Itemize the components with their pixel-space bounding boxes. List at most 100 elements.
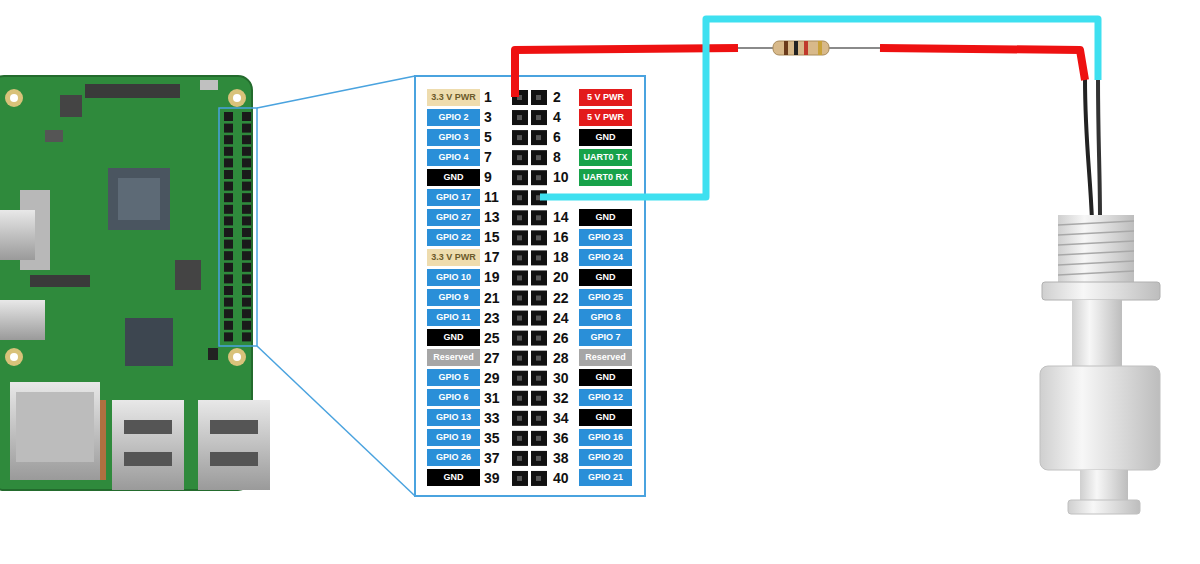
header-pin — [242, 298, 251, 307]
header-pin — [242, 124, 251, 133]
pin-label: GPIO 21 — [579, 469, 632, 486]
header-pin — [517, 396, 522, 401]
header-pin — [224, 286, 233, 295]
header-pin — [517, 376, 522, 381]
pin-label: GPIO 27 — [427, 209, 480, 226]
header-pin — [224, 193, 233, 202]
header-pin — [531, 431, 547, 446]
header-pin — [512, 270, 528, 285]
header-pin — [517, 356, 522, 361]
header-pin — [512, 471, 528, 486]
pin-label: GPIO 20 — [579, 449, 632, 466]
header-pin — [517, 436, 522, 441]
pin-label: UART0 RX — [579, 169, 632, 186]
header-pin — [536, 95, 541, 100]
header-pin — [531, 170, 547, 185]
header-pin — [224, 228, 233, 237]
header-pin — [531, 471, 547, 486]
pin-label: GPIO 10 — [427, 269, 480, 286]
pin-number: 28 — [553, 349, 569, 367]
header-pin — [512, 391, 528, 406]
pin-label: GPIO 19 — [427, 429, 480, 446]
header-pin — [224, 240, 233, 249]
header-pin — [531, 90, 547, 105]
pin-number: 19 — [484, 268, 500, 286]
header-pin — [242, 205, 251, 214]
header-pin — [512, 411, 528, 426]
header-pin — [224, 332, 233, 341]
pin-label: GPIO 13 — [427, 409, 480, 426]
header-pin — [242, 216, 251, 225]
pin-number: 27 — [484, 349, 500, 367]
pin-number: 38 — [553, 449, 569, 467]
header-pin — [512, 210, 528, 225]
header-pin — [512, 371, 528, 386]
header-pin — [536, 356, 541, 361]
header-pin — [536, 376, 541, 381]
header-pin — [536, 115, 541, 120]
header-pin — [242, 321, 251, 330]
pin-label: GPIO 25 — [579, 289, 632, 306]
header-pin — [531, 311, 547, 326]
pin-number: 40 — [553, 469, 569, 487]
header-pin — [224, 135, 233, 144]
header-pin — [536, 235, 541, 240]
header-pin — [531, 230, 547, 245]
header-pin — [242, 170, 251, 179]
header-pin — [224, 205, 233, 214]
pin-label: GPIO 2 — [427, 109, 480, 126]
pin-number: 14 — [553, 208, 569, 226]
header-pin — [531, 210, 547, 225]
pin-number: 20 — [553, 268, 569, 286]
header-pin — [242, 274, 251, 283]
pin-label: GND — [427, 469, 480, 486]
header-pin — [536, 175, 541, 180]
pin-number: 25 — [484, 329, 500, 347]
pin-label: GND — [579, 209, 632, 226]
header-pin — [517, 175, 522, 180]
header-pin — [512, 110, 528, 125]
pin-label: GPIO 12 — [579, 389, 632, 406]
header-pin — [531, 130, 547, 145]
pin-number: 39 — [484, 469, 500, 487]
pin-label: 5 V PWR — [579, 89, 632, 106]
header-pin — [224, 182, 233, 191]
header-pin — [531, 371, 547, 386]
header-pin — [224, 298, 233, 307]
pin-number: 6 — [553, 128, 561, 146]
header-pin — [242, 193, 251, 202]
pin-label: GND — [579, 369, 632, 386]
header-pin — [224, 158, 233, 167]
pin-number: 1 — [484, 88, 492, 106]
pin-number: 9 — [484, 168, 492, 186]
header-pin — [536, 296, 541, 301]
header-pin — [242, 182, 251, 191]
pin-number: 4 — [553, 108, 561, 126]
header-pin — [242, 332, 251, 341]
header-pin — [224, 321, 233, 330]
header-pin — [224, 263, 233, 272]
header-pin — [517, 336, 522, 341]
header-pin — [517, 115, 522, 120]
header-pin — [536, 336, 541, 341]
header-pin — [517, 476, 522, 481]
pin-label: GPIO 3 — [427, 129, 480, 146]
pin-number: 23 — [484, 309, 500, 327]
header-pin — [536, 416, 541, 421]
pin-label: GPIO 24 — [579, 249, 632, 266]
header-pin — [517, 275, 522, 280]
pin-label: UART0 TX — [579, 149, 632, 166]
header-pin — [517, 416, 522, 421]
pin-label: GPIO 5 — [427, 369, 480, 386]
header-pin — [224, 124, 233, 133]
pin-number: 29 — [484, 369, 500, 387]
header-pin — [531, 351, 547, 366]
pin-label: GPIO 7 — [579, 329, 632, 346]
pin-number: 15 — [484, 228, 500, 246]
pin-number: 2 — [553, 88, 561, 106]
pin-number: 16 — [553, 228, 569, 246]
header-pin — [224, 251, 233, 260]
pin-number: 5 — [484, 128, 492, 146]
header-pin — [531, 110, 547, 125]
header-pin — [242, 240, 251, 249]
